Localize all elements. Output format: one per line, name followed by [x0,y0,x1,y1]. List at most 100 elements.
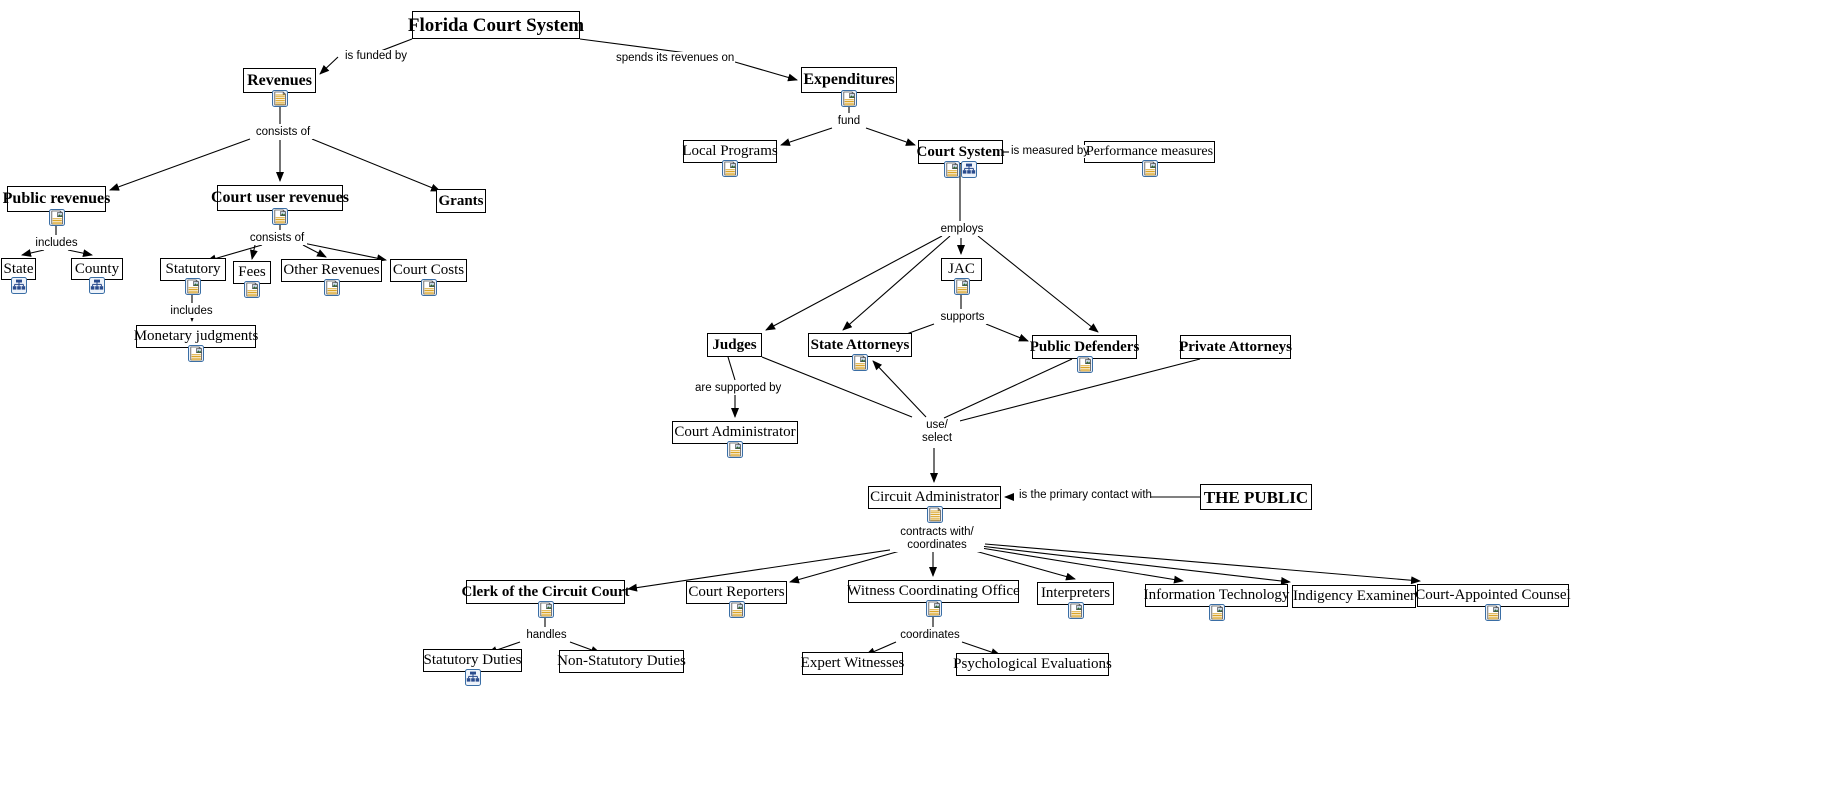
node-information-technology[interactable]: Information Technology [1144,584,1289,607]
relation-consists-of-court-user[interactable]: consists of [247,232,307,245]
node-public-defenders[interactable]: Public Defenders [1030,335,1139,359]
relation-is-measured-by[interactable]: is measured by [1009,145,1089,158]
edge-employs-judges [765,235,943,331]
edge-fund-court-system [865,127,916,146]
node-statutory[interactable]: Statutory [160,258,226,281]
document-with-image-icon[interactable] [537,601,554,618]
node-icons-revenues [271,90,288,107]
edge-consists-other-revenues [302,244,327,258]
document-with-image-icon[interactable] [185,278,201,295]
edge-contracts-interpreters [967,548,1076,581]
node-judges[interactable]: Judges [707,333,762,357]
node-label: Circuit Administrator [870,489,999,505]
node-label: Court Reporters [688,584,785,600]
node-fees[interactable]: Fees [233,261,271,284]
node-label: State [3,260,34,277]
document-with-image-icon[interactable] [188,345,204,362]
relation-fund[interactable]: fund [834,115,864,128]
node-court-costs[interactable]: Court Costs [390,259,467,282]
relation-coordinates[interactable]: coordinates [898,629,962,642]
node-label: County [74,260,120,277]
edge-useselect-private-attorneys [947,358,1201,425]
node-performance-measures[interactable]: Performance measures [1084,141,1215,163]
relation-supports[interactable]: supports [938,311,987,324]
relation-spends-its-revenues-on[interactable]: spends its revenues on [614,52,735,65]
node-local-programs[interactable]: Local Programs [682,140,778,163]
edge-consists-public-revenues [109,138,251,191]
document-with-image-icon[interactable] [1208,604,1225,621]
node-circuit-administrator[interactable]: Circuit Administrator [868,486,1001,509]
node-indigency-examiner[interactable]: Indigency Examiner [1292,585,1416,608]
document-with-image-icon[interactable] [420,279,437,296]
document-with-image-icon[interactable] [728,601,745,618]
node-court-reporters[interactable]: Court Reporters [686,581,787,604]
node-court-appointed-counsel[interactable]: Court-Appointed Counsel [1415,584,1571,607]
node-florida-court-system[interactable]: Florida Court System [408,11,584,39]
concept-map-tree-icon[interactable] [961,161,977,178]
node-icons-court-user-revenues [272,208,288,225]
node-the-public[interactable]: THE PUBLIC [1200,484,1312,510]
edge-contracts-counsel [984,543,1421,585]
node-non-statutory-duties[interactable]: Non-Statutory Duties [557,650,686,673]
relation-employs[interactable]: employs [938,223,986,236]
relation-includes-public[interactable]: includes [32,237,81,250]
document-with-image-icon[interactable] [272,208,288,225]
document-with-image-icon[interactable] [852,354,868,371]
document-icon[interactable] [271,90,288,107]
document-with-image-icon[interactable] [1067,602,1084,619]
relation-is-the-primary-contact[interactable]: is the primary contact with [1017,489,1152,502]
node-label: Court Costs [392,262,465,278]
node-label: THE PUBLIC [1203,487,1309,507]
node-label: Local Programs [682,143,778,159]
relation-handles[interactable]: handles [524,629,569,642]
document-with-image-icon[interactable] [244,281,260,298]
node-county[interactable]: County [71,258,123,280]
node-icons-public-defenders [1076,356,1093,373]
concept-map-tree-icon[interactable] [89,277,105,294]
document-with-image-icon[interactable] [727,441,743,458]
node-witness-coordinating[interactable]: Witness Coordinating Office [847,580,1020,603]
document-with-image-icon[interactable] [1141,160,1158,177]
document-with-image-icon[interactable] [722,160,738,177]
document-icon[interactable] [926,506,943,523]
document-with-image-icon[interactable] [1076,356,1093,373]
concept-map-tree-icon[interactable] [10,277,27,294]
node-jac[interactable]: JAC [941,258,982,281]
node-monetary-judgments[interactable]: Monetary judgments [134,325,258,348]
node-label: Clerk of the Circuit Court [461,583,630,600]
edge-employs-state-attorneys [842,235,951,331]
node-icons-monetary-judgments [188,345,204,362]
document-with-image-icon[interactable] [841,90,857,107]
edge-funded-revenues [319,56,339,75]
node-icons-court-costs [420,279,437,296]
node-label: Statutory [165,261,221,277]
relation-is-funded-by[interactable]: is funded by [341,50,411,63]
relation-use-select[interactable]: use/ select [914,419,960,445]
document-with-image-icon[interactable] [1485,604,1501,621]
node-private-attorneys[interactable]: Private Attorneys [1179,335,1292,359]
document-with-image-icon[interactable] [944,161,960,178]
node-label: Court Administrator [674,424,796,440]
node-statutory-duties[interactable]: Statutory Duties [423,649,522,672]
relation-are-supported-by[interactable]: are supported by [693,382,782,395]
concept-map-tree-icon[interactable] [464,669,481,686]
node-state-attorneys[interactable]: State Attorneys [808,333,912,357]
edge-contracts-it [974,546,1184,584]
node-state[interactable]: State [1,258,36,280]
node-icons-interpreters [1067,602,1084,619]
relation-includes-statutory[interactable]: includes [167,305,216,318]
relation-consists-of-revenues[interactable]: consists of [253,126,313,139]
node-label: Expert Witnesses [800,655,905,671]
node-grants[interactable]: Grants [436,189,486,213]
node-label: Information Technology [1143,587,1290,603]
document-with-image-icon[interactable] [925,600,942,617]
document-with-image-icon[interactable] [323,279,340,296]
edge-consists-court-costs [302,242,387,263]
document-with-image-icon[interactable] [953,278,970,295]
document-with-image-icon[interactable] [48,209,65,226]
node-label: Judges [712,336,757,353]
node-expert-witnesses[interactable]: Expert Witnesses [801,652,904,675]
node-psychological-evals[interactable]: Psychological Evaluations [953,653,1112,676]
node-court-system[interactable]: Court System [917,140,1004,164]
relation-contracts-with-coordinates[interactable]: contracts with/ coordinates [890,526,984,552]
